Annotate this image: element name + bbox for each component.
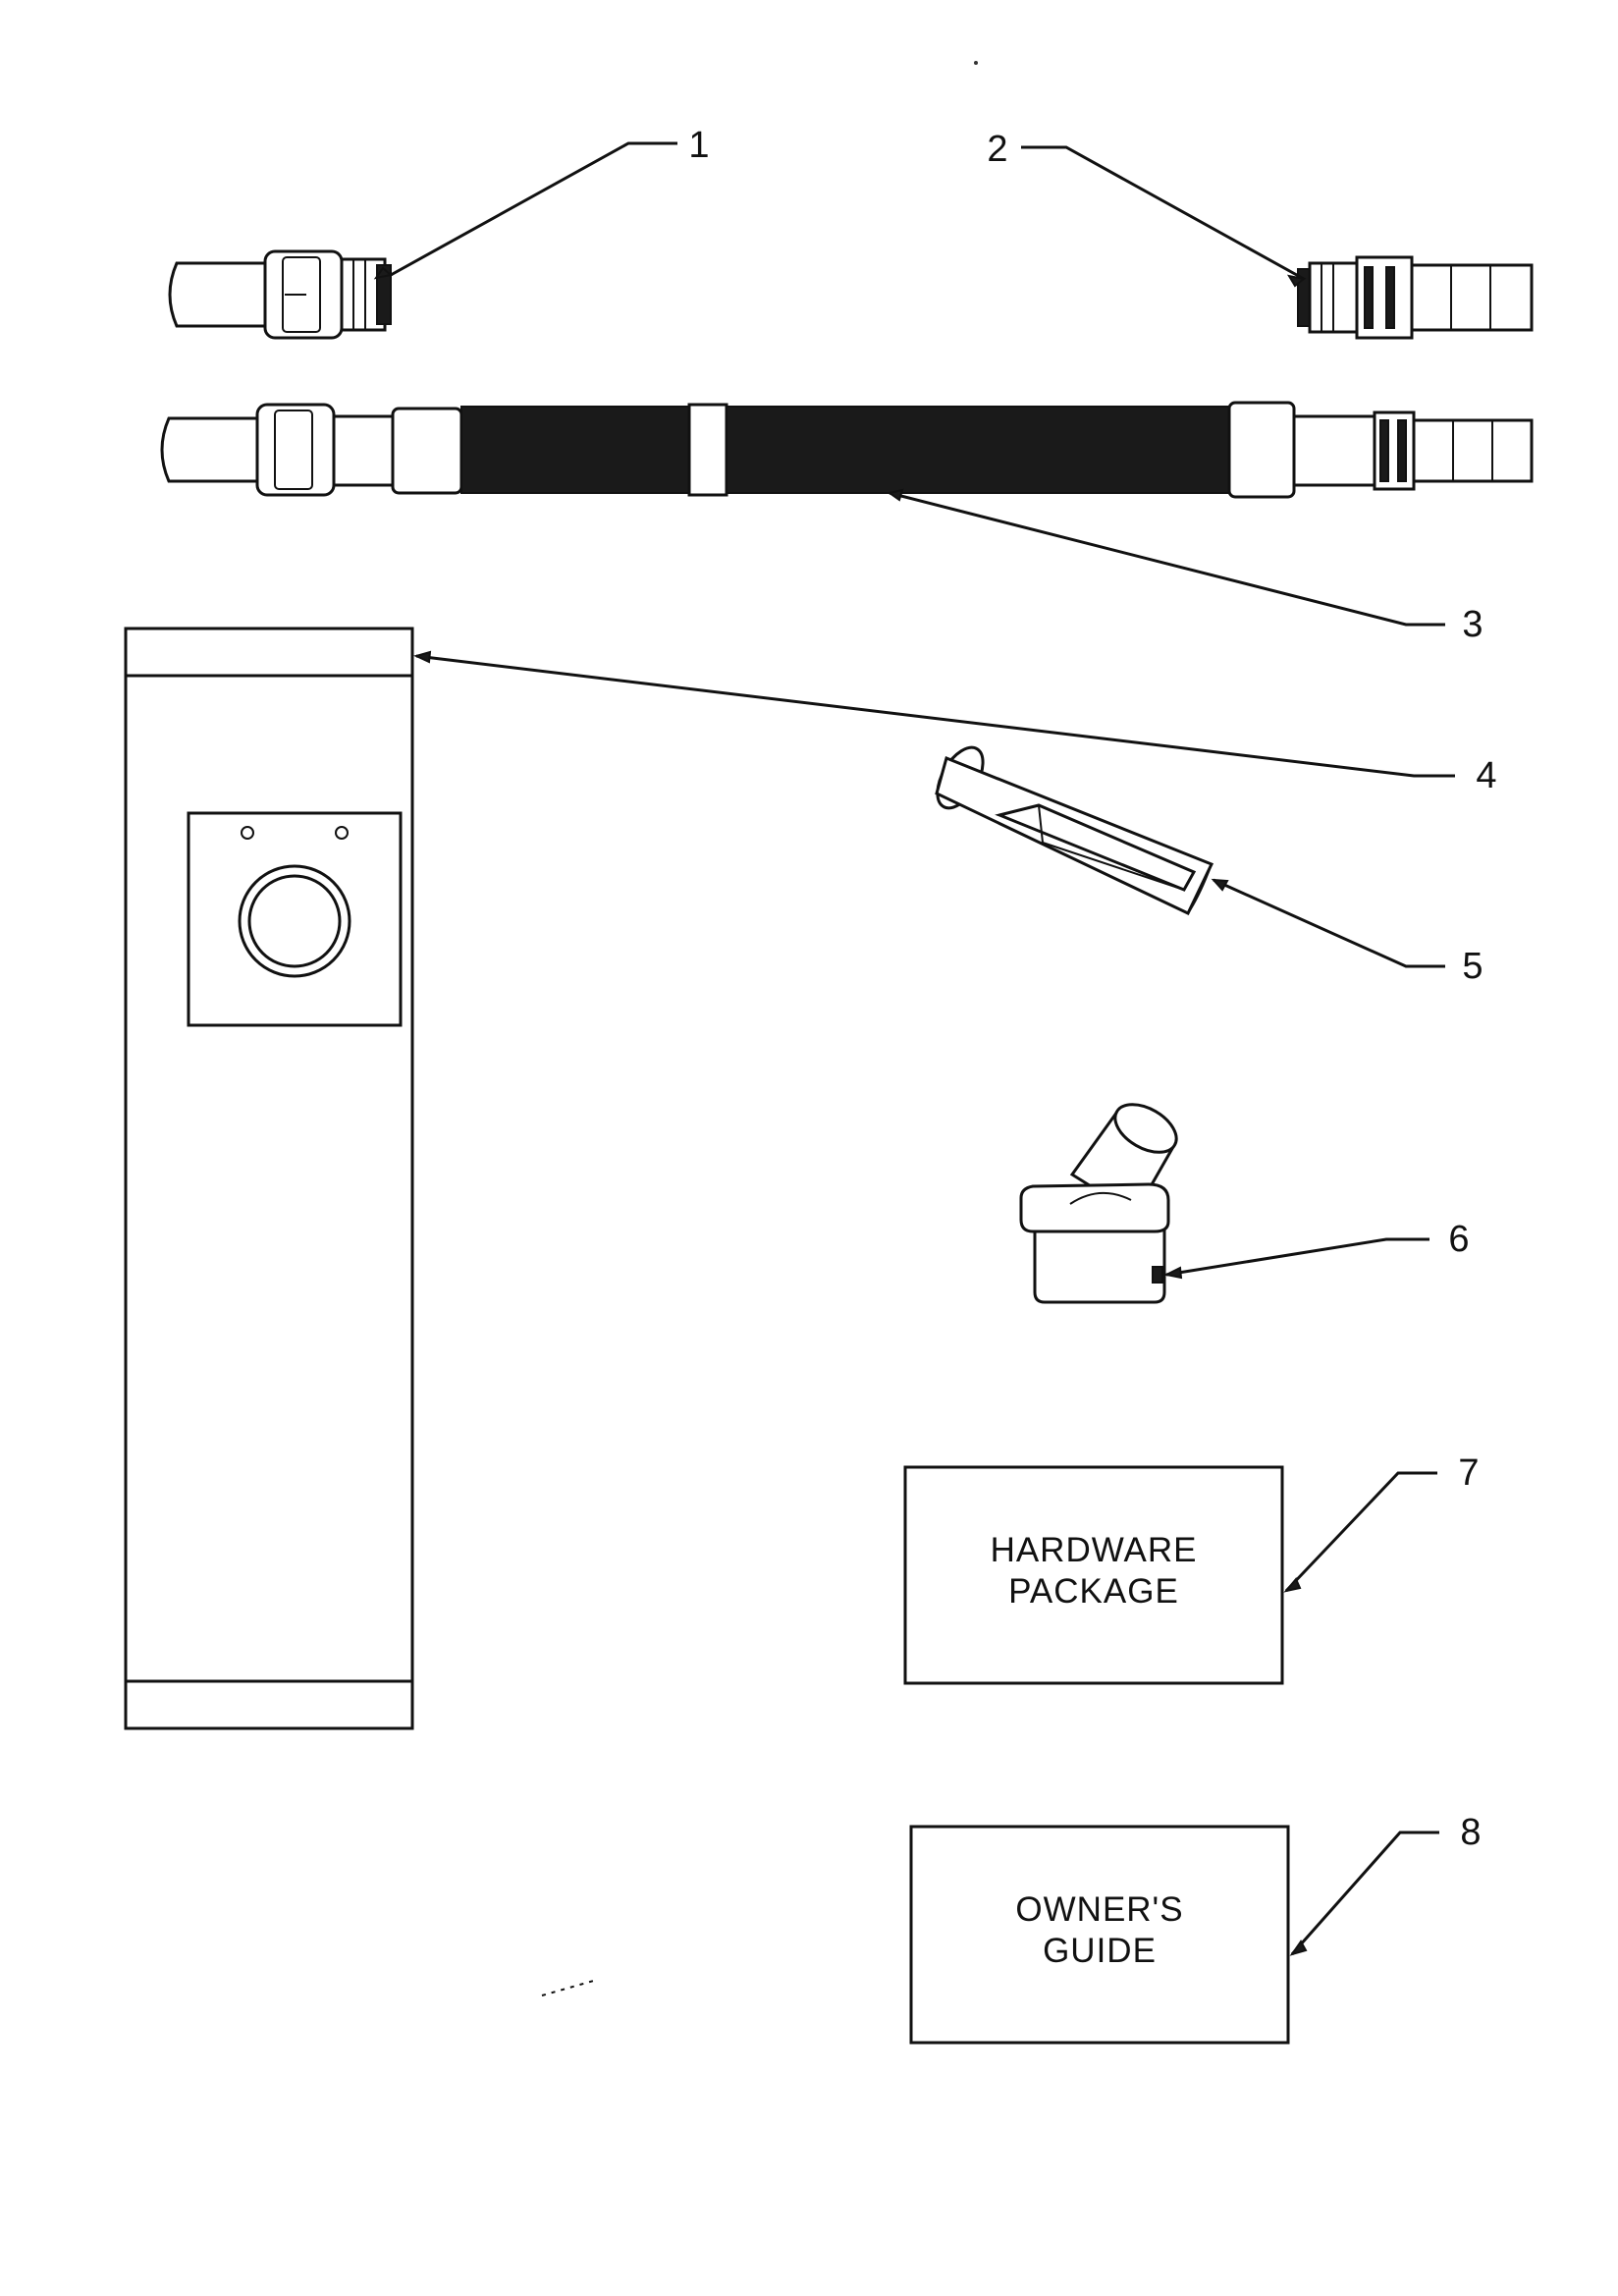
leader-line-4 [415, 654, 1455, 778]
arrowhead-2 [1286, 274, 1307, 288]
leader-line-6 [1165, 1237, 1429, 1277]
arrowhead-1 [373, 266, 394, 280]
arrowhead-4 [413, 650, 432, 664]
arrowheads [373, 266, 1308, 1956]
leader-line-1 [390, 141, 677, 277]
scan-specks [541, 61, 978, 1996]
leader-line-5 [1213, 878, 1445, 968]
callout-1: 1 [688, 125, 709, 166]
leader-lines [390, 141, 1455, 1955]
callout-7: 7 [1458, 1452, 1479, 1494]
arrowhead-5 [1211, 878, 1229, 892]
hardware-package-line2: PACKAGE [1008, 1572, 1179, 1611]
arrowhead-3 [887, 488, 904, 502]
part-5-crevice-tool [935, 745, 1214, 915]
part-6-utility-nozzle [1019, 1103, 1178, 1304]
hardware-package-line1: HARDWARE [991, 1531, 1198, 1569]
callout-labels: 1 2 3 4 5 6 7 8 [688, 125, 1496, 1853]
leader-line-8 [1290, 1831, 1439, 1955]
arrowhead-7 [1283, 1577, 1302, 1593]
owners-guide-line1: OWNER'S [1015, 1890, 1183, 1929]
callout-8: 8 [1460, 1812, 1481, 1853]
callout-3: 3 [1462, 604, 1483, 645]
owners-guide-line2: GUIDE [1043, 1932, 1157, 1970]
leader-line-2 [1021, 145, 1305, 281]
callout-6: 6 [1448, 1219, 1469, 1260]
part-1-hose-cuff [168, 249, 392, 340]
part-7-hardware-package: HARDWARE PACKAGE [903, 1465, 1284, 1685]
part-8-owners-guide: OWNER'S GUIDE [909, 1825, 1290, 2045]
part-2-hose-coupling [1297, 255, 1534, 340]
arrowhead-6 [1162, 1266, 1183, 1280]
part-4-filter-bag [124, 627, 414, 1730]
arrowhead-8 [1289, 1940, 1308, 1956]
callout-4: 4 [1476, 755, 1496, 796]
part-3-hose-assembly [160, 401, 1534, 499]
leader-line-7 [1284, 1471, 1437, 1593]
callout-5: 5 [1462, 946, 1483, 987]
leader-line-3 [889, 491, 1445, 627]
callout-2: 2 [987, 129, 1007, 170]
